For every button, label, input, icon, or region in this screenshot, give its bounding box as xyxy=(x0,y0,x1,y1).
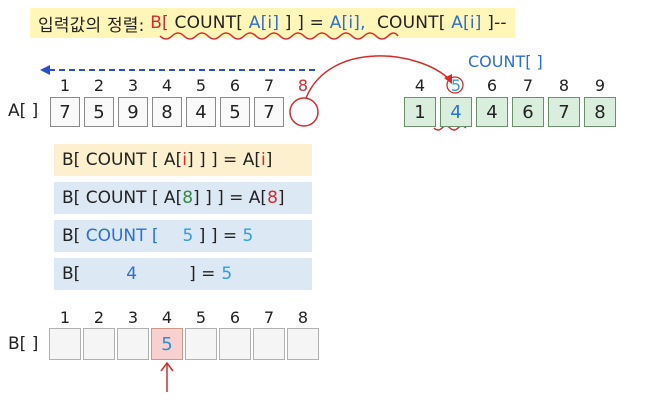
a8-to-count5-arrow xyxy=(305,55,451,99)
a-index-8: 8 xyxy=(297,76,309,95)
step4-v2: 5 xyxy=(221,264,233,284)
title-wavy-underline xyxy=(159,32,399,40)
step2-text-c: ] xyxy=(277,188,285,208)
a8-circle xyxy=(289,97,319,127)
step4-text-a: B[ xyxy=(62,264,81,284)
b-index: 2 xyxy=(93,308,105,327)
step3-v2: 5 xyxy=(242,226,254,246)
a-cell: 7 xyxy=(50,97,80,127)
title-ai-1: A[i] xyxy=(248,13,280,33)
b-array-label: B[ ] xyxy=(8,334,39,354)
a-index: 1 xyxy=(59,76,71,95)
step-2: B[ COUNT [ A[8] ] ] = A[8] xyxy=(54,182,312,214)
step4-text-b: ] = xyxy=(189,264,216,284)
a-index: 3 xyxy=(127,76,139,95)
title-count-open: COUNT[ xyxy=(174,13,244,33)
count-index5-circle xyxy=(446,76,464,94)
count-index: 7 xyxy=(522,76,534,95)
a-cell: 5 xyxy=(84,97,114,127)
a-cell: 7 xyxy=(254,97,284,127)
a-array: 7 5 9 8 4 5 7 xyxy=(50,97,318,127)
title-count-2: COUNT[ xyxy=(376,13,446,33)
b-array: 5 xyxy=(49,328,319,360)
b-index: 5 xyxy=(195,308,207,327)
b-cell xyxy=(253,328,285,360)
b-index: 1 xyxy=(59,308,71,327)
count-array: 1 4 4 6 7 8 xyxy=(404,97,616,127)
b-cell xyxy=(287,328,319,360)
b-cell xyxy=(83,328,115,360)
b4-up-arrow-head xyxy=(160,361,174,372)
step1-text-c: ] xyxy=(265,150,273,170)
step-3: B[ COUNT [ 5 ] ] = 5 xyxy=(54,220,312,252)
b-cell xyxy=(117,328,149,360)
a-array-label: A[ ] xyxy=(8,101,39,121)
title-b-open: B[ xyxy=(150,13,169,33)
left-arrow-head xyxy=(40,65,50,75)
a-cell: 5 xyxy=(220,97,250,127)
title-tail: ]-- xyxy=(487,13,507,33)
step2-n: 8 xyxy=(182,188,194,208)
step2-text-a: B[ COUNT [ A[ xyxy=(62,188,183,208)
count-arrow-head xyxy=(444,74,452,84)
a-index: 6 xyxy=(229,76,241,95)
b-index: 3 xyxy=(127,308,139,327)
count-cell: 8 xyxy=(584,97,616,127)
b-index: 4 xyxy=(161,308,173,327)
step3-text-b: ] ] = xyxy=(193,226,243,246)
a-cell-8 xyxy=(288,97,318,127)
count-cell: 4 xyxy=(476,97,508,127)
step3-v: 5 xyxy=(182,226,194,246)
a-cell: 4 xyxy=(186,97,216,127)
count-cell: 1 xyxy=(404,97,436,127)
count-index: 8 xyxy=(558,76,570,95)
a-index: 4 xyxy=(161,76,173,95)
count-index: 4 xyxy=(414,76,426,95)
step-1: B[ COUNT [ A[i] ] ] = A[i] xyxy=(54,144,312,176)
b-indices: 1 2 3 4 5 6 7 8 xyxy=(48,308,320,327)
count-index: 9 xyxy=(594,76,606,95)
b-index: 6 xyxy=(229,308,241,327)
step4-v: 4 xyxy=(126,264,138,284)
b-cell-4: 5 xyxy=(151,328,183,360)
step1-text-b: ] ] ] = A[ xyxy=(186,150,261,170)
step1-i2: i xyxy=(260,150,266,170)
step3-count: COUNT [ xyxy=(85,226,159,246)
b-cell xyxy=(185,328,217,360)
step3-text-a: B[ xyxy=(62,226,86,246)
title-close-eq: ] ] = xyxy=(284,13,325,33)
step-4: B[ 4 ] =5 xyxy=(54,258,312,290)
step2-n2: 8 xyxy=(267,188,278,208)
title-banner: 입력값의 정렬: B[ COUNT[ A[i] ] ] = A[i], COUN… xyxy=(30,8,515,38)
count-array-label: COUNT[ ] xyxy=(468,52,543,71)
title-ai-3: A[i] xyxy=(451,13,482,33)
count-indices: 4 5 6 7 8 9 xyxy=(404,76,616,95)
step1-text-a: B[ COUNT [ A[ xyxy=(62,150,183,170)
count-index: 6 xyxy=(486,76,498,95)
step2-text-b: ] ] ] = A[ xyxy=(193,188,268,208)
title-prefix: 입력값의 정렬: xyxy=(38,15,145,36)
b-cell xyxy=(49,328,81,360)
a-index: 2 xyxy=(93,76,105,95)
count-cell: 7 xyxy=(548,97,580,127)
count-cell-5: 4 xyxy=(440,97,472,127)
title-ai-2: A[i], xyxy=(329,13,366,33)
b-index: 8 xyxy=(297,308,309,327)
b-cell xyxy=(219,328,251,360)
a-index: 7 xyxy=(263,76,275,95)
count-cell: 6 xyxy=(512,97,544,127)
b-index: 7 xyxy=(263,308,275,327)
count-index-5: 5 xyxy=(450,76,462,95)
step1-i: i xyxy=(182,150,187,170)
a-cell: 8 xyxy=(152,97,182,127)
a-index: 5 xyxy=(195,76,207,95)
a-cell: 9 xyxy=(118,97,148,127)
a-indices: 1 2 3 4 5 6 7 8 xyxy=(48,76,320,95)
